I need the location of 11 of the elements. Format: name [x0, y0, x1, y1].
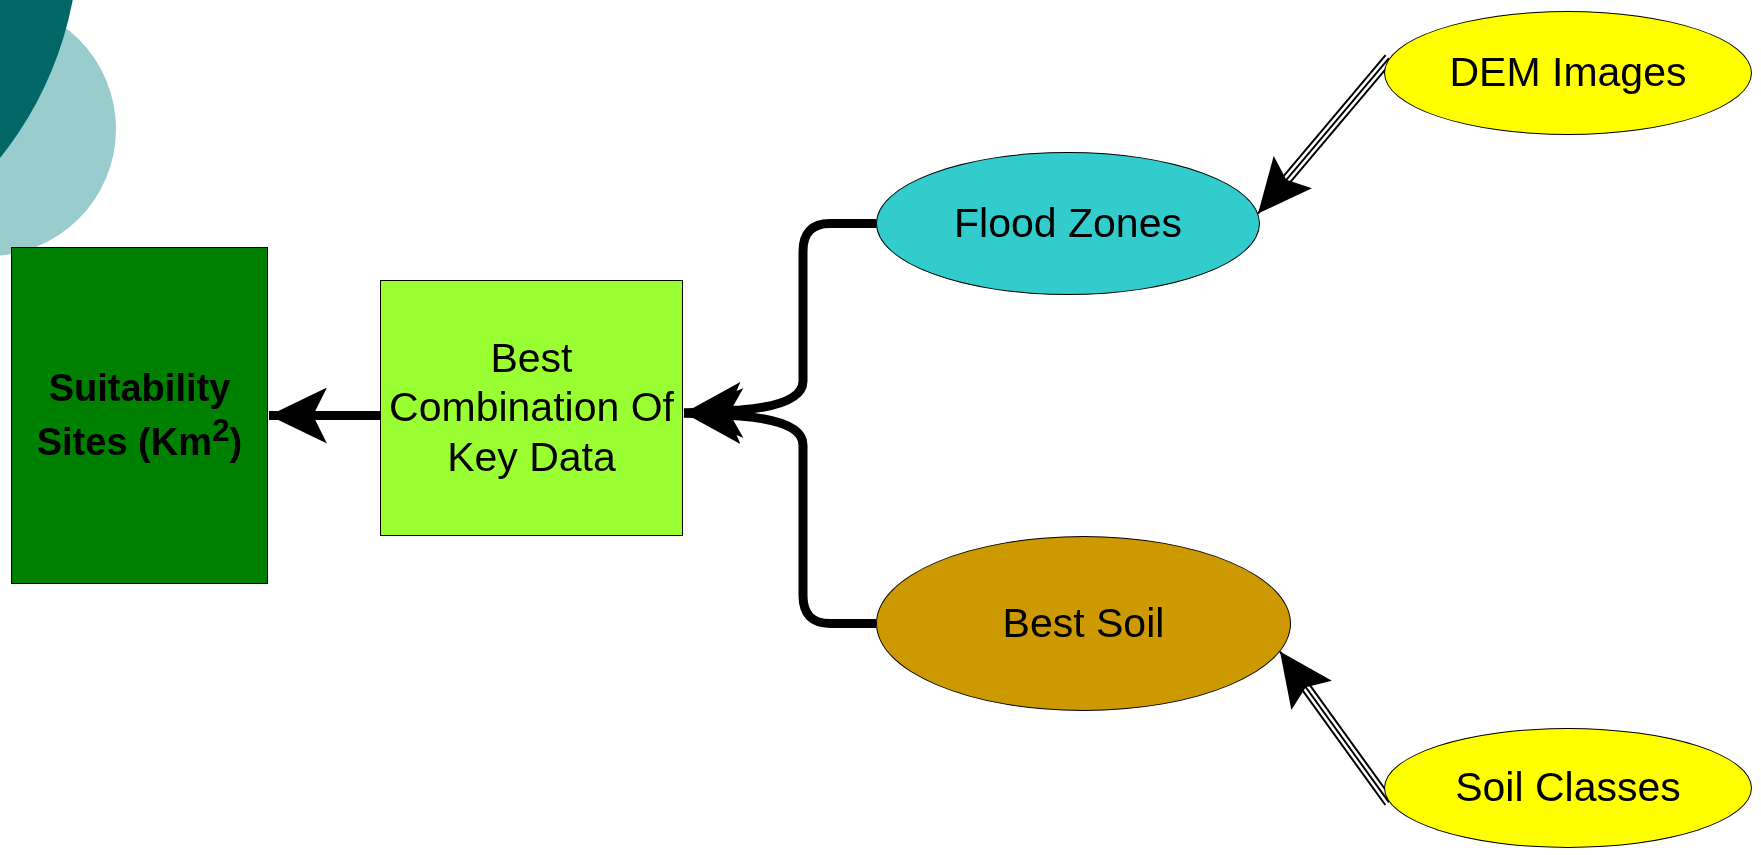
- process-box: [380, 280, 683, 536]
- arrow: [269, 387, 380, 444]
- result-box: [11, 247, 268, 584]
- node-label: Suitability Sites (Km$^{2}$): [35, 365, 244, 465]
- node-label: DEM Images: [1448, 48, 1688, 98]
- arrow: [683, 219, 876, 438]
- node-label: Flood Zones: [953, 198, 1183, 248]
- arrow: [683, 388, 876, 628]
- node-label: Soil Classes: [1454, 763, 1682, 813]
- node-label: Best Combination Of Key Data: [388, 334, 675, 482]
- node-label: Best Soil: [1001, 598, 1166, 648]
